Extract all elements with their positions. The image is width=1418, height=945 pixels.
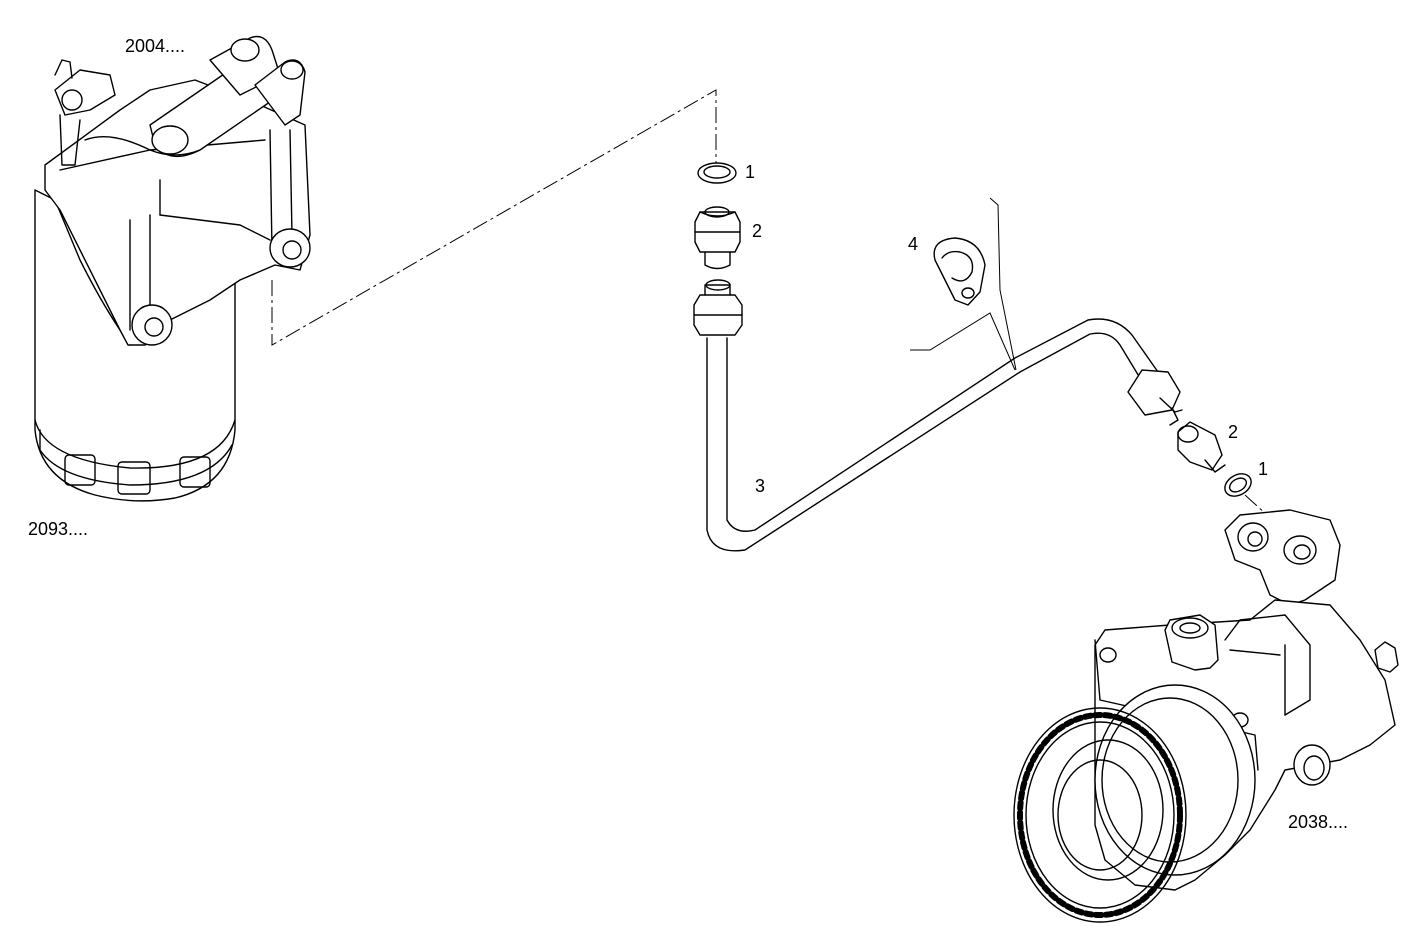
item-3-label: 3 — [755, 476, 765, 496]
alignment-line-upper — [271, 89, 717, 346]
fuel-filter-assembly — [34, 35, 311, 502]
ref-2004-label: 2004.... — [125, 36, 185, 56]
ref-2093-label: 2093.... — [28, 519, 88, 539]
ref-2038-label: 2038.... — [1288, 812, 1348, 832]
item-2-top-label: 2 — [752, 221, 762, 241]
pipe-clamp — [933, 237, 986, 306]
item-2-bottom-label: 2 — [1228, 422, 1238, 442]
clamp-leader-line — [910, 197, 1017, 371]
pump-assembly — [1013, 509, 1399, 923]
upper-union-fitting — [694, 206, 741, 270]
upper-sealing-ring — [697, 162, 737, 184]
lower-sealing-ring — [1224, 473, 1252, 497]
fuel-pipe — [693, 279, 1183, 552]
item-1-top-label: 1 — [745, 162, 755, 182]
item-4-label: 4 — [908, 234, 918, 254]
item-1-bottom-label: 1 — [1258, 459, 1268, 479]
lower-union-fitting — [1177, 421, 1226, 473]
